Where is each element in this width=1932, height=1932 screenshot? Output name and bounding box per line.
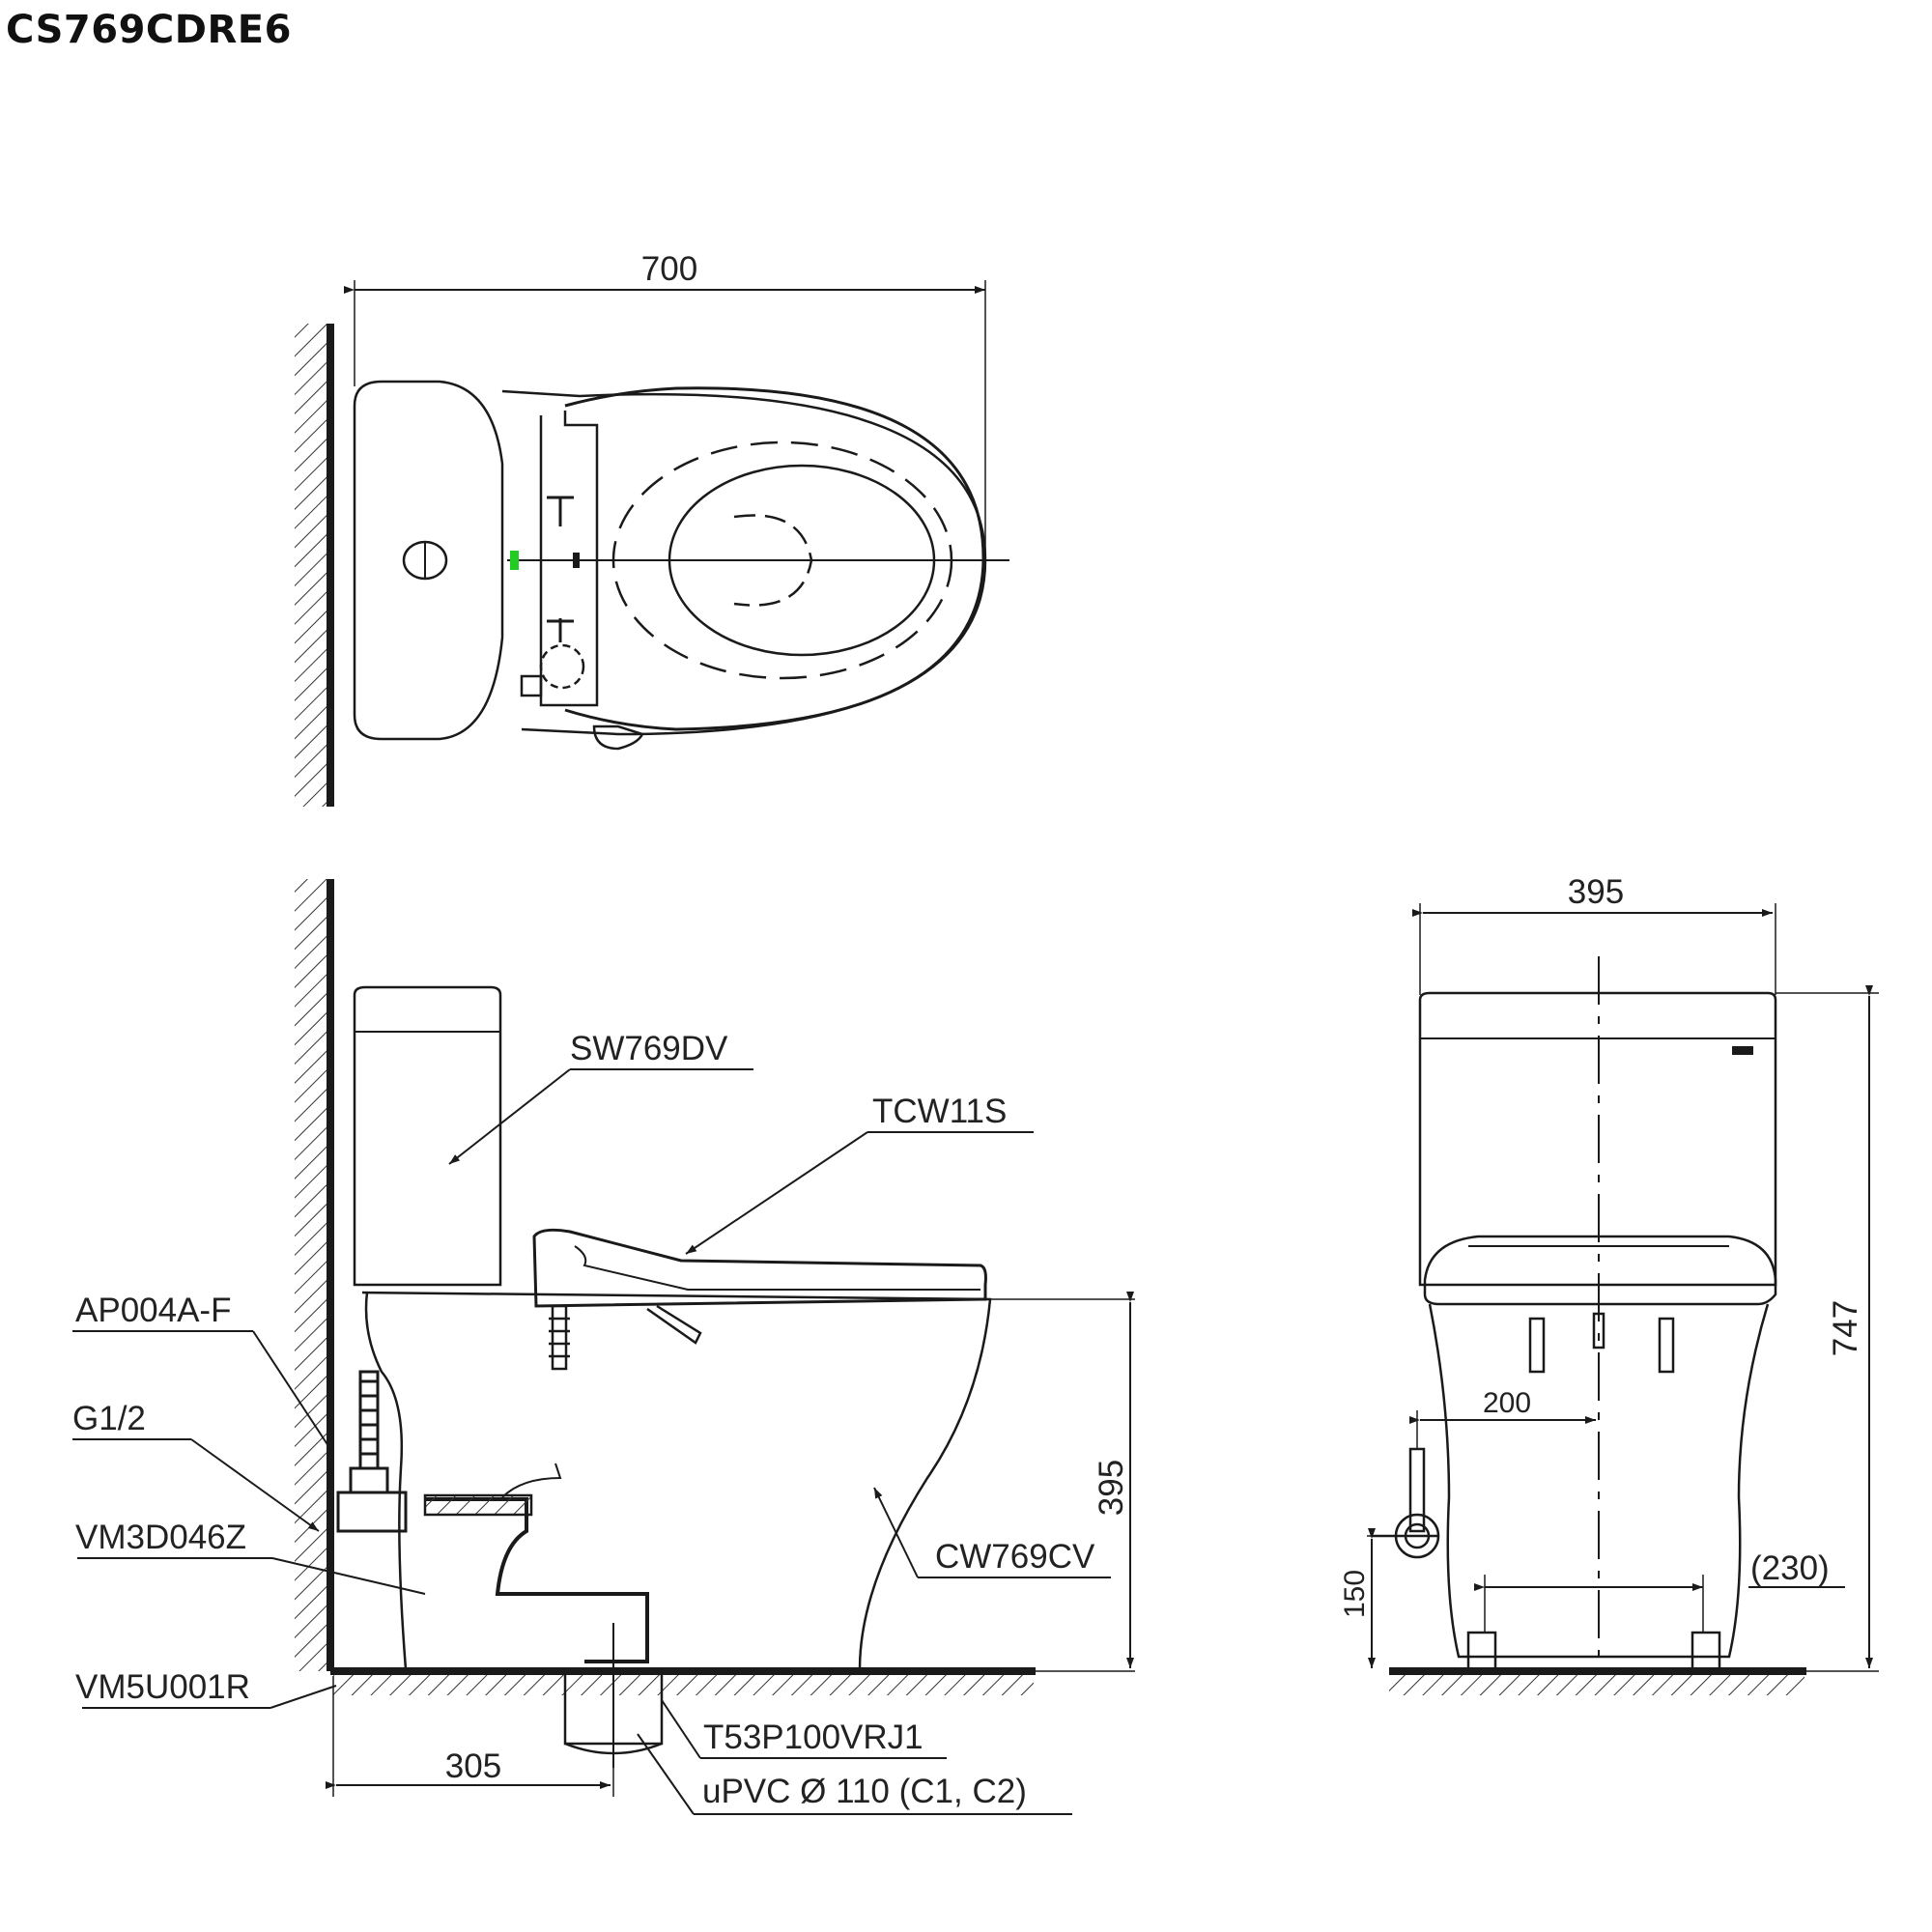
label-supply-hose: VM3D046Z [75, 1519, 246, 1556]
label-seat: TCW11S [872, 1093, 1007, 1130]
model-title: CS769CDRE6 [6, 8, 292, 52]
washlet-body-top [539, 411, 599, 707]
label-flange: VM5U001R [75, 1668, 250, 1706]
dim-230: (230) [1750, 1549, 1830, 1587]
seat-front [1423, 1235, 1777, 1306]
side-view [295, 879, 1135, 1797]
wall-hatch-top [295, 324, 328, 807]
flush-lever-front [1732, 1046, 1753, 1055]
label-bowl: CW769CV [935, 1538, 1095, 1576]
dim-395-width: 395 [1568, 873, 1624, 911]
top-view [295, 280, 1009, 807]
front-bolts [1528, 1312, 1675, 1374]
tank-side [353, 985, 502, 1287]
dim-747: 747 [1827, 1300, 1864, 1356]
supply-hose [336, 1370, 408, 1533]
remote-circle [539, 643, 585, 690]
label-thread: G1/2 [72, 1400, 146, 1437]
floor-bolt-right [1690, 1631, 1721, 1673]
dim-700: 700 [641, 250, 697, 288]
label-tank: SW769DV [570, 1030, 728, 1067]
dim-200: 200 [1483, 1387, 1531, 1419]
dim-395-height: 395 [1093, 1460, 1130, 1516]
label-pipe: uPVC Ø 110 (C1, C2) [702, 1773, 1027, 1810]
label-angle-valve: AP004A-F [75, 1292, 231, 1329]
wall-hatch-side [295, 879, 328, 1671]
bowl-side-back [364, 1292, 408, 1670]
leader-lines [72, 1068, 1111, 1815]
bowl-side-front [361, 1291, 992, 1670]
nozzle-marks [547, 496, 574, 642]
washlet-side [532, 1228, 987, 1308]
floor-bolt-left [1466, 1631, 1497, 1673]
indicator-green [510, 551, 519, 570]
supply-valve-front [1372, 1447, 1440, 1559]
side-knob [592, 724, 644, 751]
seat-outline-top [564, 386, 985, 731]
tank-front [1418, 991, 1777, 1287]
seat-bolts [549, 1304, 702, 1371]
dim-150: 150 [1339, 1570, 1371, 1618]
trap-path [425, 1497, 649, 1663]
tank-top [353, 380, 504, 741]
bowl-front [1428, 1303, 1770, 1659]
floor-hatch-side [333, 1671, 1034, 1695]
trap-rim [423, 1493, 533, 1517]
dim-305: 305 [445, 1747, 501, 1785]
floor-hatch-front [1389, 1671, 1804, 1695]
label-outlet: T53P100VRJ1 [703, 1719, 923, 1756]
front-view [1367, 903, 1879, 1695]
